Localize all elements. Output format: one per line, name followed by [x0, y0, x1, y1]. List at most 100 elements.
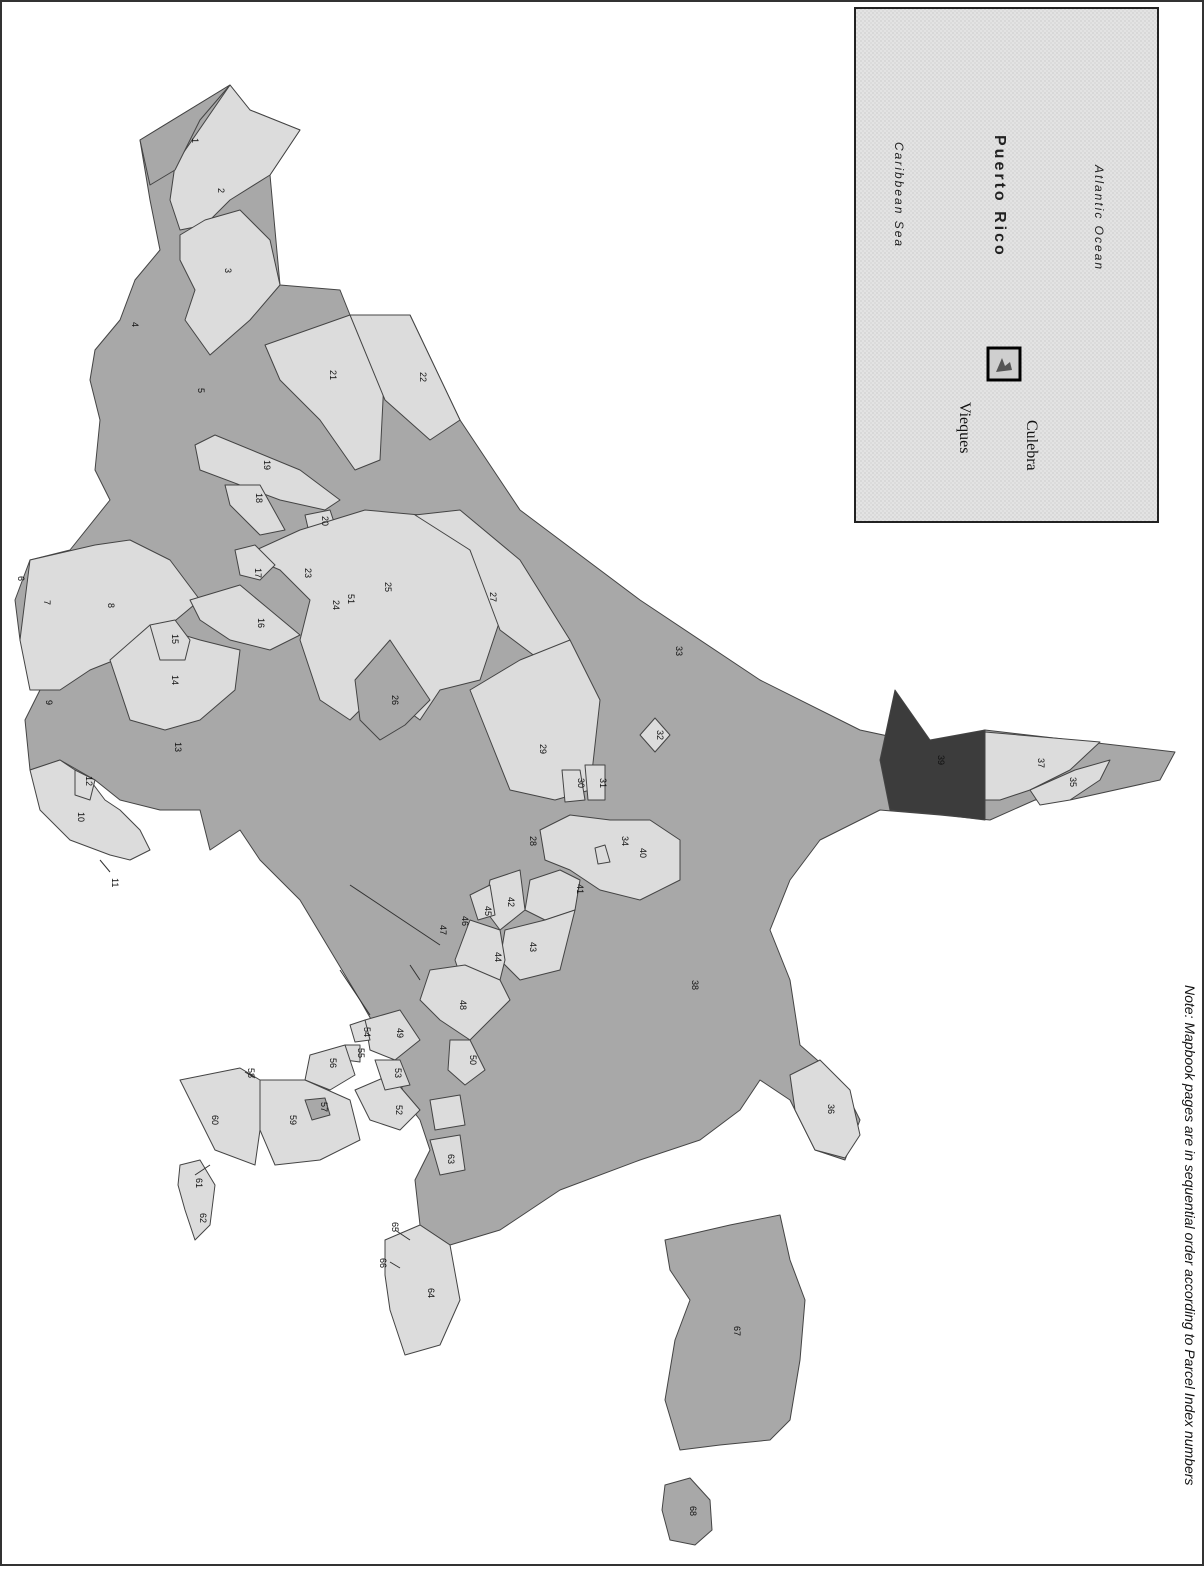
label-caribbean-sea: Caribbean Sea: [892, 142, 906, 248]
leader-lines: [99, 859, 441, 1269]
parcel-label-21: 21: [328, 370, 338, 380]
parcel-label-50: 50: [468, 1055, 478, 1065]
parcel-label-46: 46: [460, 916, 470, 926]
parcel-label-6: 6: [16, 576, 26, 581]
parcels-layer: [14, 84, 1176, 1356]
parcel-label-16: 16: [256, 618, 266, 628]
parcel-label-45: 45: [483, 906, 493, 916]
parcel-label-8: 8: [106, 603, 116, 608]
parcel-label-64: 64: [426, 1288, 436, 1298]
parcel-label-58: 58: [246, 1068, 256, 1078]
parcel-label-18: 18: [254, 493, 264, 503]
parcel-label-38: 38: [690, 980, 700, 990]
parcel-label-57: 57: [319, 1102, 329, 1112]
parcel-31: [584, 764, 606, 801]
parcel-label-66: 66: [378, 1258, 388, 1268]
map-note: Note: Mapbook pages are in sequential or…: [1182, 985, 1198, 1485]
parcel-label-39: 39: [936, 755, 946, 765]
parcel-56: [304, 1044, 356, 1091]
parcel-label-54: 54: [362, 1027, 372, 1037]
parcel-label-19: 19: [262, 460, 272, 470]
parcel-label-30: 30: [576, 778, 586, 788]
parcel-label-29: 29: [538, 744, 548, 754]
parcel-label-59: 59: [288, 1115, 298, 1125]
parcel-56b: [429, 1094, 466, 1131]
parcel-label-32: 32: [655, 730, 665, 740]
parcel-label-28: 28: [528, 836, 538, 846]
parcel-label-35: 35: [1068, 777, 1078, 787]
parcel-label-4: 4: [130, 322, 140, 327]
parcel-17: [234, 544, 276, 581]
parcel-label-44: 44: [493, 952, 503, 962]
parcel-label-15: 15: [170, 634, 180, 644]
parcel-59: [259, 1079, 361, 1166]
parcel-label-3: 3: [223, 268, 233, 273]
parcel-40: [539, 814, 681, 901]
parcel-label-31: 31: [598, 778, 608, 788]
parcel-label-13: 13: [173, 742, 183, 752]
parcel-48: [419, 964, 511, 1041]
parcel-label-20: 20: [320, 516, 330, 526]
parcel-label-34: 34: [620, 836, 630, 846]
parcel-4-band: [879, 689, 986, 821]
parcel-label-5: 5: [196, 388, 206, 393]
parcel-30: [561, 769, 586, 803]
parcel-label-14: 14: [170, 675, 180, 685]
label-vieques: Vieques: [956, 402, 973, 453]
parcel-label-25: 25: [383, 582, 393, 592]
parcel-label-24: 24: [331, 600, 341, 610]
parcel-label-23: 23: [303, 568, 313, 578]
parcel-68-island: [661, 1477, 713, 1546]
parcel-label-22: 22: [418, 372, 428, 382]
parcel-label-11: 11: [110, 878, 120, 887]
parcel-label-63: 63: [446, 1154, 456, 1164]
culebra-icon: [996, 358, 1012, 372]
parcel-label-56: 56: [328, 1058, 338, 1068]
parcel-label-51: 51: [346, 594, 356, 604]
parcel-label-60: 60: [210, 1115, 220, 1125]
inset-map: Atlantic Ocean Puerto Rico Caribbean Sea…: [854, 7, 1159, 523]
parcel-label-10: 10: [76, 812, 86, 822]
parcel-label-68: 68: [688, 1506, 698, 1516]
parcel-label-43: 43: [528, 942, 538, 952]
label-atlantic-ocean: Atlantic Ocean: [1092, 164, 1106, 271]
label-culebra: Culebra: [1023, 420, 1040, 471]
parcel-label-48: 48: [458, 1000, 468, 1010]
parcel-label-67: 67: [732, 1326, 742, 1336]
parcel-label-36: 36: [826, 1104, 836, 1114]
parcel-32: [639, 717, 671, 753]
parcel-18: [224, 484, 286, 536]
parcel-label-41: 41: [575, 884, 585, 894]
parcel-34: [594, 844, 611, 865]
parcel-3: [179, 209, 281, 356]
parcel-label-1: 1: [190, 138, 200, 143]
parcel-16: [189, 584, 301, 651]
parcel-64: [384, 1224, 461, 1356]
parcel-12: [74, 769, 96, 801]
parcel-label-49: 49: [395, 1028, 405, 1038]
parcel-57: [304, 1097, 331, 1121]
parcel-label-61: 61: [194, 1178, 204, 1188]
parcel-22: [349, 314, 461, 441]
label-puerto-rico: Puerto Rico: [991, 135, 1008, 258]
parcel-67-island: [664, 1214, 806, 1451]
parcel-label-9: 9: [44, 700, 54, 705]
parcel-35: [1029, 759, 1111, 806]
parcel-label-33: 33: [674, 646, 684, 656]
parcel-25: [244, 509, 501, 721]
parcel-label-53: 53: [393, 1068, 403, 1078]
parcel-label-65: 65: [390, 1222, 400, 1232]
parcel-1: [139, 84, 231, 186]
parcel-50: [447, 1039, 486, 1086]
parcel-26: [354, 639, 431, 741]
parcel-label-55: 55: [356, 1048, 366, 1058]
parcel-label-40: 40: [638, 848, 648, 858]
parcel-label-27: 27: [488, 592, 498, 602]
parcel-38-south: [789, 1059, 861, 1159]
parcel-label-47: 47: [438, 925, 448, 935]
parcel-label-26: 26: [390, 695, 400, 705]
parcel-61-area: [177, 1159, 216, 1241]
parcel-53: [374, 1059, 411, 1091]
